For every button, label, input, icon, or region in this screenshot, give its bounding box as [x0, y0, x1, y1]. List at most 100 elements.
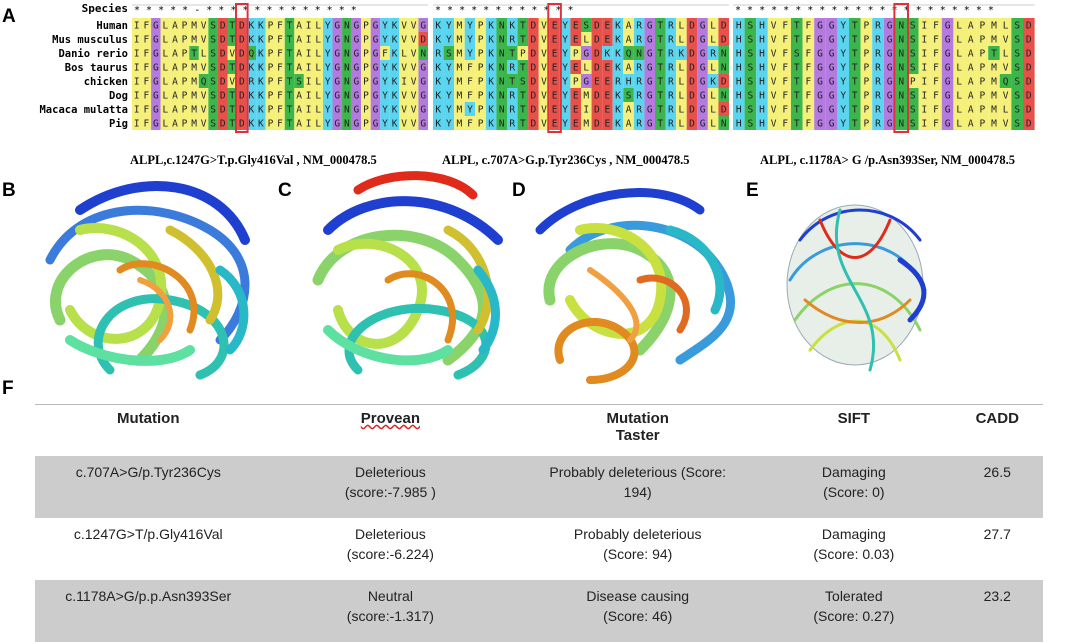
residue-letter: D — [689, 49, 695, 60]
residue-cell — [602, 88, 613, 102]
residue-letter: N — [721, 63, 727, 74]
residue-letter: T — [229, 21, 235, 32]
residue-cell — [399, 88, 409, 102]
residue-cell — [361, 116, 371, 130]
residue-letter: L — [679, 77, 685, 88]
residue-cell — [454, 18, 465, 32]
residue-letter: P — [980, 77, 986, 88]
residue-cell — [941, 102, 954, 116]
residue-letter: K — [248, 91, 254, 102]
residue-letter: R — [710, 49, 716, 60]
residue-cell — [697, 18, 708, 32]
residue-cell — [999, 74, 1012, 88]
residue-cell — [443, 116, 455, 130]
residue-letter: D — [1026, 105, 1032, 116]
residue-letter: S — [910, 49, 916, 60]
residue-cell — [837, 32, 849, 46]
residue-cell — [825, 32, 838, 46]
residue-letter: R — [875, 119, 881, 130]
residue-cell — [198, 60, 209, 74]
residue-letter: H — [736, 119, 742, 130]
residue-letter: N — [499, 105, 505, 116]
residue-letter: P — [864, 21, 870, 32]
residue-cell — [433, 74, 444, 88]
residue-letter: G — [829, 35, 835, 46]
residue-letter: Y — [382, 63, 388, 74]
residue-letter: Y — [446, 63, 452, 74]
residue-cell — [907, 116, 919, 130]
residue-letter: T — [657, 35, 663, 46]
residue-letter: N — [344, 35, 350, 46]
residue-letter: D — [689, 91, 695, 102]
residue-cell — [791, 88, 803, 102]
residue-letter: K — [248, 119, 254, 130]
residue-letter: M — [457, 119, 463, 130]
residue-letter: G — [817, 63, 823, 74]
residue-letter: D — [220, 49, 226, 60]
residue-letter: L — [710, 105, 716, 116]
residue-letter: L — [163, 77, 169, 88]
residue-letter: V — [1003, 63, 1009, 74]
residue-letter: P — [864, 119, 870, 130]
residue-cell — [756, 32, 768, 46]
residue-letter: L — [315, 119, 321, 130]
residue-cell — [756, 102, 768, 116]
residue-letter: L — [710, 119, 716, 130]
residue-cell — [246, 102, 257, 116]
residue-letter: A — [626, 21, 632, 32]
residue-cell — [342, 88, 352, 102]
residue-cell — [208, 32, 218, 46]
residue-cell — [246, 116, 257, 130]
residue-cell — [141, 18, 152, 32]
residue-letter: V — [771, 91, 777, 102]
residue-cell — [151, 74, 161, 88]
residue-cell — [965, 60, 977, 74]
residue-cell — [791, 18, 803, 32]
residue-letter: Q — [626, 49, 632, 60]
residue-letter: Y — [446, 21, 452, 32]
residue-cell — [612, 46, 624, 60]
residue-letter: M — [191, 119, 197, 130]
residue-cell — [665, 88, 677, 102]
cell-provean-label: Deleterious — [354, 464, 426, 480]
residue-cell — [602, 32, 613, 46]
residue-letter: E — [552, 21, 558, 32]
residue-letter: T — [657, 91, 663, 102]
residue-cell — [655, 116, 666, 130]
residue-cell — [418, 46, 428, 60]
residue-cell — [408, 18, 419, 32]
residue-cell — [623, 74, 634, 88]
residue-cell — [1011, 88, 1023, 102]
residue-cell — [895, 60, 907, 74]
residue-cell — [443, 74, 455, 88]
residue-cell — [141, 60, 152, 74]
residue-letter: I — [134, 21, 140, 32]
residue-cell — [265, 46, 276, 60]
residue-letter: F — [933, 119, 939, 130]
residue-letter: D — [220, 119, 226, 130]
residue-cell — [361, 60, 371, 74]
residue-cell — [676, 88, 687, 102]
residue-cell — [791, 60, 803, 74]
residue-cell — [581, 32, 592, 46]
residue-cell — [528, 116, 539, 130]
residue-letter: P — [910, 77, 916, 88]
residue-cell — [930, 46, 942, 60]
residue-letter: R — [668, 119, 674, 130]
residue-cell — [733, 102, 745, 116]
residue-letter: D — [239, 63, 245, 74]
residue-cell — [517, 60, 529, 74]
header-mutation: Mutation — [117, 410, 180, 427]
residue-cell — [707, 116, 719, 130]
residue-cell — [313, 32, 323, 46]
residue-letter: Y — [325, 91, 331, 102]
mutation-highlight-box — [547, 3, 562, 133]
residue-cell — [132, 18, 142, 32]
residue-letter: T — [794, 63, 800, 74]
residue-cell — [256, 32, 266, 46]
residue-letter: V — [771, 63, 777, 74]
residue-cell — [570, 18, 581, 32]
residue-cell — [718, 46, 729, 60]
residue-cell — [208, 60, 218, 74]
